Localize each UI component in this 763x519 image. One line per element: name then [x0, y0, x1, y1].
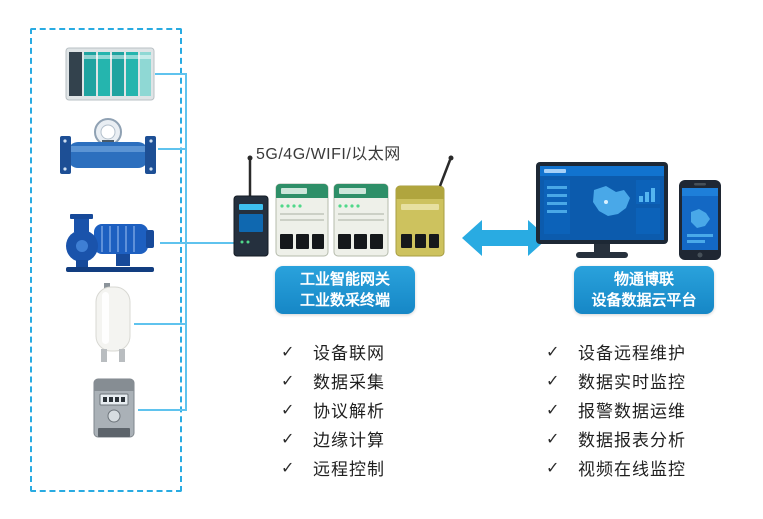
check-icon: ✓ — [281, 372, 295, 390]
gateway-feature-item: ✓ 设备联网 — [281, 340, 385, 364]
feature-label: 设备联网 — [313, 344, 385, 363]
device-group-panel — [30, 28, 182, 492]
feature-label: 数据报表分析 — [578, 431, 686, 450]
water-pump-icon — [60, 212, 160, 274]
check-icon: ✓ — [546, 430, 560, 448]
gateway-cluster-illustration — [226, 152, 461, 260]
feature-label: 数据实时监控 — [578, 373, 686, 392]
gateway-feature-item: ✓ 边缘计算 — [281, 427, 385, 451]
check-icon: ✓ — [546, 372, 560, 390]
check-icon: ✓ — [281, 459, 295, 477]
connector-line — [138, 409, 187, 411]
monitor-icon — [536, 162, 668, 262]
gateway-label-line1: 工业智能网关 — [299, 271, 390, 288]
gateway-label-line2: 工业数采终端 — [299, 292, 390, 309]
check-icon: ✓ — [546, 459, 560, 477]
platform-feature-item: ✓ 视频在线监控 — [546, 456, 686, 480]
platform-feature-item: ✓ 设备远程维护 — [546, 340, 686, 364]
gateway-feature-item: ✓ 数据采集 — [281, 369, 385, 393]
check-icon: ✓ — [281, 343, 295, 361]
connector-line — [134, 323, 187, 325]
phone-icon — [679, 180, 721, 260]
feature-label: 设备远程维护 — [578, 344, 686, 363]
feature-label: 报警数据运维 — [578, 402, 686, 421]
check-icon: ✓ — [281, 401, 295, 419]
connector-line — [160, 242, 187, 244]
gateway-label-box: 工业智能网关 工业数采终端 — [275, 266, 415, 314]
bidirectional-arrow-icon — [462, 216, 548, 260]
gateway-feature-item: ✓ 远程控制 — [281, 456, 385, 480]
platform-feature-item: ✓ 数据报表分析 — [546, 427, 686, 451]
platform-feature-item: ✓ 数据实时监控 — [546, 369, 686, 393]
check-icon: ✓ — [546, 401, 560, 419]
platform-label-box: 物通博联 设备数据云平台 — [574, 266, 714, 314]
check-icon: ✓ — [281, 430, 295, 448]
feature-label: 边缘计算 — [313, 431, 385, 450]
feature-label: 协议解析 — [313, 402, 385, 421]
platform-feature-item: ✓ 报警数据运维 — [546, 398, 686, 422]
connector-line — [155, 73, 187, 75]
platform-feature-list: ✓ 设备远程维护 ✓ 数据实时监控 ✓ 报警数据运维 ✓ 数据报表分析 ✓ 视频… — [546, 340, 686, 485]
energy-meter-icon — [90, 378, 138, 442]
connector-bus-line — [185, 73, 187, 411]
check-icon: ✓ — [546, 343, 560, 361]
connector-line — [158, 148, 187, 150]
gateway-feature-item: ✓ 协议解析 — [281, 398, 385, 422]
connector-line — [187, 242, 234, 244]
pressure-tank-icon — [92, 283, 134, 365]
platform-label-line2: 设备数据云平台 — [591, 292, 697, 309]
feature-label: 远程控制 — [313, 460, 385, 479]
gateway-feature-list: ✓ 设备联网 ✓ 数据采集 ✓ 协议解析 ✓ 边缘计算 ✓ 远程控制 — [281, 340, 385, 485]
feature-label: 视频在线监控 — [578, 460, 686, 479]
flow-meter-icon — [58, 116, 158, 178]
network-protocols-label: 5G/4G/WIFI/以太网 — [256, 146, 401, 163]
plc-icon — [65, 45, 155, 103]
platform-label-line1: 物通博联 — [613, 271, 674, 288]
feature-label: 数据采集 — [313, 373, 385, 392]
